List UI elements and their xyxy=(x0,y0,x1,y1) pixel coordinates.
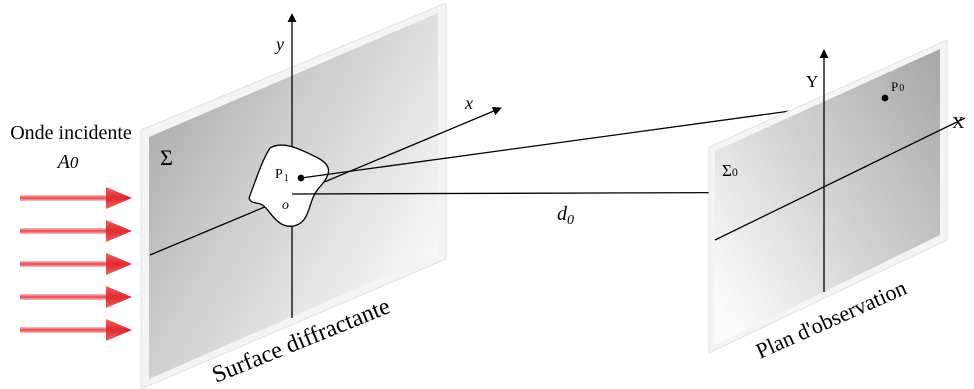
source-surface-symbol: Σ xyxy=(160,145,173,170)
point-p0 xyxy=(881,94,889,102)
incident-arrow xyxy=(20,220,132,242)
incident-arrow xyxy=(20,319,132,341)
incident-amplitude-label: A0 xyxy=(56,151,79,173)
incident-wave-label: Onde incidente xyxy=(10,122,132,144)
point-p1-label: P1 xyxy=(275,167,289,184)
observation-y-label: Y xyxy=(806,72,818,91)
observation-plane xyxy=(708,39,948,354)
source-x-axis xyxy=(149,106,502,256)
distance-label: d0 xyxy=(557,203,574,228)
incident-arrow xyxy=(20,253,132,275)
incident-arrow xyxy=(20,286,132,308)
observation-x-axis xyxy=(714,117,966,241)
point-p0-label: P0 xyxy=(891,79,904,94)
observation-surface-symbol: Σ0 xyxy=(722,161,738,180)
incident-arrow xyxy=(20,187,132,209)
source-y-label: y xyxy=(274,34,284,54)
point-p1 xyxy=(297,174,305,182)
incident-arrows xyxy=(20,187,132,341)
source-origin-label: o xyxy=(282,198,289,213)
source-x-label: x xyxy=(464,93,473,113)
aperture xyxy=(248,144,330,227)
observation-x-label: X xyxy=(952,113,964,132)
